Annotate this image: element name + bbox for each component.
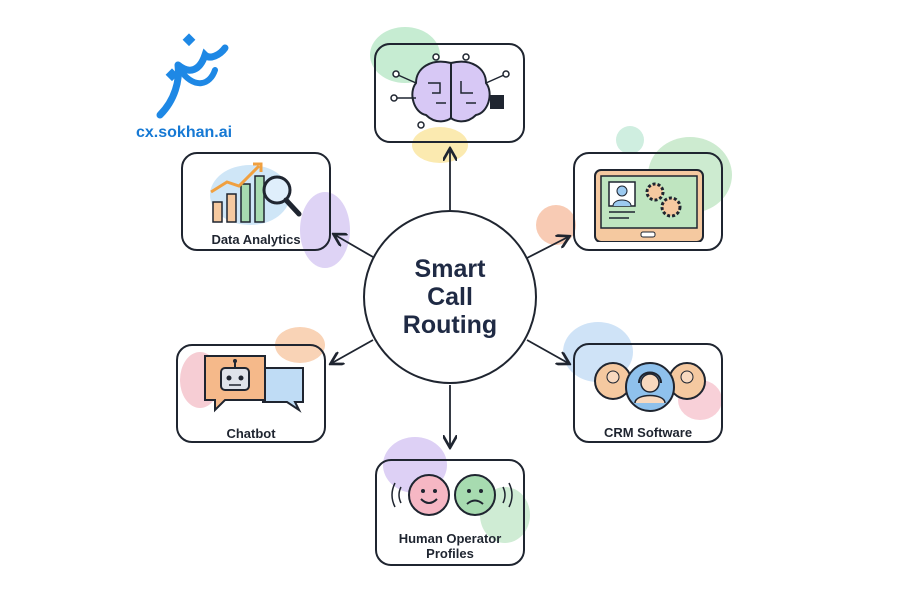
brain-chip-icon <box>390 53 510 129</box>
center-node: Smart Call Routing <box>363 210 537 384</box>
node-ai-brain[interactable] <box>374 43 525 143</box>
happy-sad-faces-icon <box>391 474 513 516</box>
robot-chat-icon <box>204 355 304 413</box>
node-tablet[interactable] <box>573 152 723 251</box>
chart-magnifier-icon <box>210 162 302 223</box>
node-label: Chatbot <box>226 426 276 441</box>
node-chatbot[interactable]: Chatbot <box>176 344 326 443</box>
arrow-top-left <box>335 235 374 258</box>
sokhan-logo-icon <box>156 33 229 119</box>
arrow-top-right <box>526 237 568 259</box>
arrow-bottom-right <box>526 339 568 363</box>
node-crm[interactable]: CRM Software <box>573 343 723 443</box>
people-headset-icon <box>594 362 706 412</box>
node-label: Human Operator Profiles <box>398 531 502 561</box>
tablet-profile-gears-icon <box>594 169 704 242</box>
node-analytics[interactable]: Data Analytics <box>181 152 331 251</box>
node-operators[interactable]: Human Operator Profiles <box>375 459 525 566</box>
node-label: Data Analytics <box>211 232 301 247</box>
node-label: CRM Software <box>603 425 693 440</box>
logo-text[interactable]: cx.sokhan.ai <box>136 124 233 141</box>
arrow-bottom-left <box>332 339 374 363</box>
center-title: Smart Call Routing <box>402 255 498 339</box>
